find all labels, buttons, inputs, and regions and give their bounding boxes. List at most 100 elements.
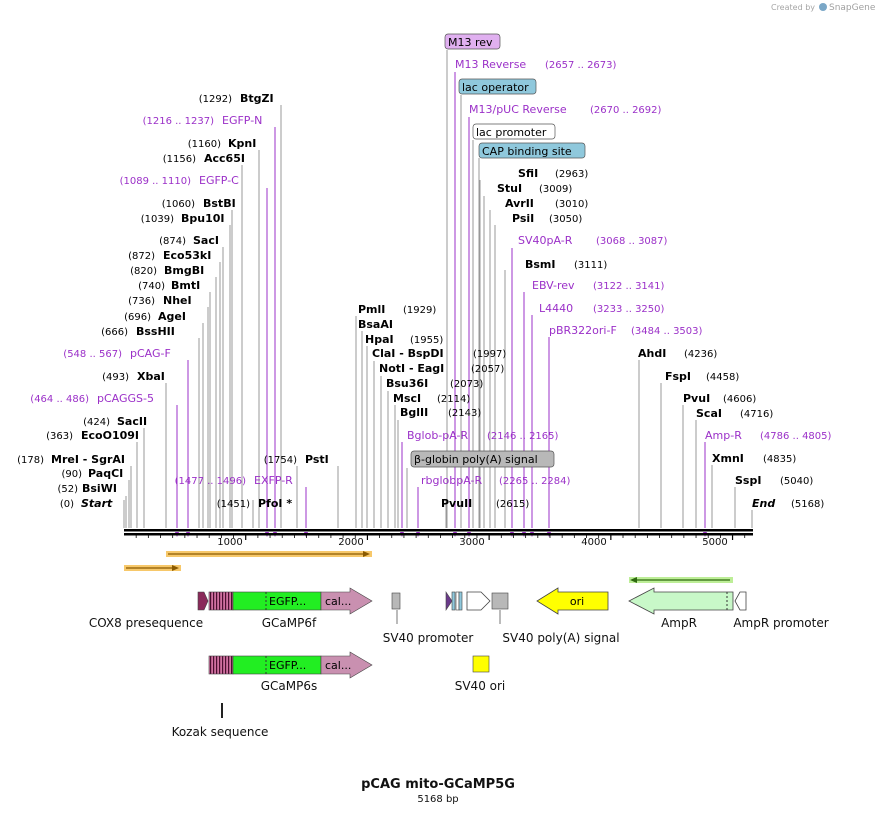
primer-range: (464 .. 486): [30, 394, 89, 405]
primer-label[interactable]: EBV-rev: [532, 279, 575, 292]
gcamp6f-feature[interactable]: EGFP... cal...: [208, 587, 373, 615]
primer-label[interactable]: pBR322ori-F: [549, 324, 617, 337]
enzyme-label[interactable]: PstI: [305, 453, 329, 466]
enzyme-label[interactable]: PfoI *: [258, 497, 292, 510]
enzyme-label[interactable]: SacI: [193, 234, 219, 247]
enzyme-label[interactable]: SspI: [735, 474, 761, 487]
primer-label[interactable]: Amp-R: [705, 429, 742, 442]
enzyme-label[interactable]: BtgZI: [240, 92, 274, 105]
enzyme-pos: (3009): [539, 184, 572, 195]
misc-feature-grey[interactable]: [391, 592, 401, 610]
enzyme-pos: (1292): [199, 94, 232, 105]
enzyme-pos: (5168): [791, 499, 824, 510]
gcamp6s-feature[interactable]: EGFP... cal...: [208, 651, 373, 679]
enzyme-pos: (1156): [163, 154, 196, 165]
sv40-promoter-feature[interactable]: [445, 591, 491, 611]
enzyme-label[interactable]: SacII: [117, 415, 147, 428]
primer-label[interactable]: M13/pUC Reverse: [469, 103, 567, 116]
cap-binding-site-box[interactable]: [478, 142, 586, 159]
enzyme-label[interactable]: PaqCI: [88, 467, 123, 480]
lac-promoter-box[interactable]: [472, 123, 556, 140]
lac-promoter-label: lac promoter: [476, 126, 547, 139]
enzyme-label[interactable]: PsiI: [512, 212, 534, 225]
ampr-promoter-arrow[interactable]: [734, 591, 747, 611]
enzyme-pos: (493): [102, 372, 129, 383]
enzyme-label[interactable]: NotI - EagI: [379, 362, 444, 375]
enzyme-label[interactable]: End: [752, 497, 775, 510]
sv40-ori-box[interactable]: [472, 655, 490, 673]
enzyme-pos: (740): [138, 281, 165, 292]
lac-operator-box[interactable]: [458, 78, 537, 95]
enzyme-pos: (3050): [549, 214, 582, 225]
enzyme-label[interactable]: EcoO109I: [81, 429, 139, 442]
enzyme-label[interactable]: Bpu10I: [181, 212, 225, 225]
enzyme-label[interactable]: StuI: [497, 182, 522, 195]
enzyme-pos: (1754): [264, 455, 297, 466]
enzyme-label[interactable]: BglII: [400, 406, 428, 419]
boxed-feature-labels: M13 rev lac operator lac promoter CAP bi…: [410, 33, 586, 468]
m13-rev-box[interactable]: [444, 33, 501, 50]
enzyme-pos: (4835): [763, 454, 796, 465]
enzyme-label[interactable]: Bsu36I: [386, 377, 428, 390]
primer-label[interactable]: pCAGGS-5: [97, 392, 154, 405]
primer-label[interactable]: Bglob-pA-R: [407, 429, 469, 442]
enzyme-label[interactable]: MreI - SgrAI: [51, 453, 125, 466]
enzyme-label[interactable]: MscI: [393, 392, 421, 405]
kozak-sequence-mark[interactable]: [221, 703, 223, 718]
cap-binding-site-label: CAP binding site: [482, 145, 572, 158]
enzyme-label[interactable]: FspI: [665, 370, 691, 383]
backbone: [124, 529, 753, 536]
cox8-presequence-label: COX8 presequence: [89, 616, 203, 630]
enzyme-label[interactable]: Eco53kI: [163, 249, 211, 262]
beta-globin-polya-box[interactable]: [410, 450, 555, 468]
primer-range: (4786 .. 4805): [760, 431, 832, 442]
primer-label[interactable]: SV40pA-R: [518, 234, 573, 247]
primer-label[interactable]: pCAG-F: [130, 347, 171, 360]
enzyme-label[interactable]: BmgBI: [164, 264, 204, 277]
primer-label[interactable]: rbglobpA-R: [421, 474, 482, 487]
enzyme-label[interactable]: PmlI: [358, 303, 385, 316]
primer-range: (3484 .. 3503): [631, 326, 703, 337]
enzyme-label[interactable]: NheI: [163, 294, 192, 307]
enzyme-label[interactable]: Acc65I: [204, 152, 245, 165]
gcamp6s-egfp-label: EGFP...: [269, 659, 306, 672]
enzyme-label[interactable]: AhdI: [638, 347, 666, 360]
enzyme-label[interactable]: BstBI: [203, 197, 236, 210]
enzyme-label[interactable]: BsmI: [525, 258, 556, 271]
primer-label[interactable]: M13 Reverse: [455, 58, 526, 71]
enzyme-pos: (0): [60, 499, 74, 510]
enzyme-label[interactable]: XmnI: [712, 452, 744, 465]
brand-name: SnapGene: [829, 3, 876, 13]
cox8-presequence-arrow[interactable]: [197, 591, 209, 611]
enzyme-label[interactable]: XbaI: [137, 370, 165, 383]
sv40-polya-signal-box[interactable]: [491, 592, 509, 610]
enzyme-label[interactable]: PvuII: [441, 497, 472, 510]
ampr-promoter-label: AmpR promoter: [733, 616, 828, 630]
enzyme-label[interactable]: BmtI: [171, 279, 200, 292]
enzyme-label[interactable]: HpaI: [365, 333, 394, 346]
ruler-tick-label: 1000: [217, 537, 242, 548]
enzyme-label[interactable]: AvrII: [505, 197, 534, 210]
enzyme-label[interactable]: PvuI: [683, 392, 710, 405]
primer-range: (2670 .. 2692): [590, 105, 662, 116]
primer-label[interactable]: EGFP-C: [199, 174, 239, 187]
ori-feature[interactable]: ori: [536, 587, 609, 615]
enzyme-label[interactable]: ClaI - BspDI: [372, 347, 444, 360]
enzyme-label[interactable]: ScaI: [696, 407, 722, 420]
enzyme-pos: (874): [159, 236, 186, 247]
enzyme-pos: (2073): [450, 379, 483, 390]
enzyme-label[interactable]: SfiI: [518, 167, 538, 180]
primer-label[interactable]: EGFP-N: [222, 114, 262, 127]
enzyme-label[interactable]: Start: [81, 497, 113, 510]
primer-range: (1477 .. 1496): [175, 476, 247, 487]
enzyme-label[interactable]: BsiWI: [82, 482, 117, 495]
primer-label[interactable]: L4440: [539, 302, 573, 315]
primer-label[interactable]: EXFP-R: [254, 474, 293, 487]
ampr-feature[interactable]: [628, 587, 734, 615]
enzyme-pos: (3111): [574, 260, 607, 271]
enzyme-label[interactable]: AgeI: [158, 310, 186, 323]
enzyme-label[interactable]: BsaAI: [358, 318, 393, 331]
enzyme-label[interactable]: BssHII: [136, 325, 175, 338]
enzyme-label[interactable]: KpnI: [228, 137, 256, 150]
